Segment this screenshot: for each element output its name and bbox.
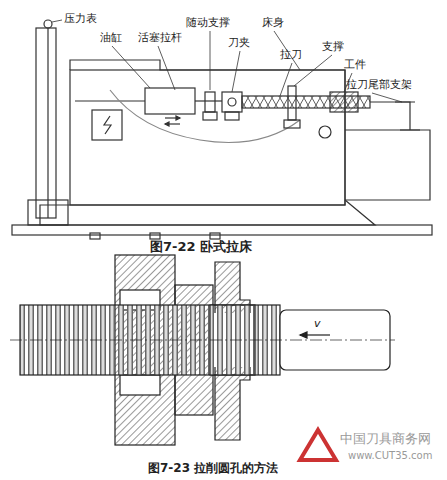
part-label: 刀夹	[228, 37, 250, 49]
broaching-machine	[12, 20, 432, 239]
watermark-logo	[300, 430, 336, 460]
part-label: 油缸	[100, 32, 122, 44]
caption: 图7-22 卧式拉床	[150, 240, 252, 254]
part-label: 床身	[262, 17, 284, 29]
part-label: 活塞拉杆	[138, 32, 182, 44]
part-label: 拉刀尾部支架	[346, 79, 412, 91]
part-label: 压力表	[64, 13, 97, 25]
part-label: 随动支撑	[186, 17, 230, 29]
part-label: v	[314, 318, 321, 330]
watermark: www.CUT35.com	[348, 450, 432, 461]
broaching-setup	[10, 255, 395, 445]
part-label: 工件	[344, 59, 366, 71]
part-label: 拉刀	[280, 49, 302, 61]
part-label: 支撑	[322, 41, 344, 53]
watermark: 中国刀具商务网	[340, 432, 431, 446]
caption: 图7-23 拉削圆孔的方法	[148, 462, 278, 475]
